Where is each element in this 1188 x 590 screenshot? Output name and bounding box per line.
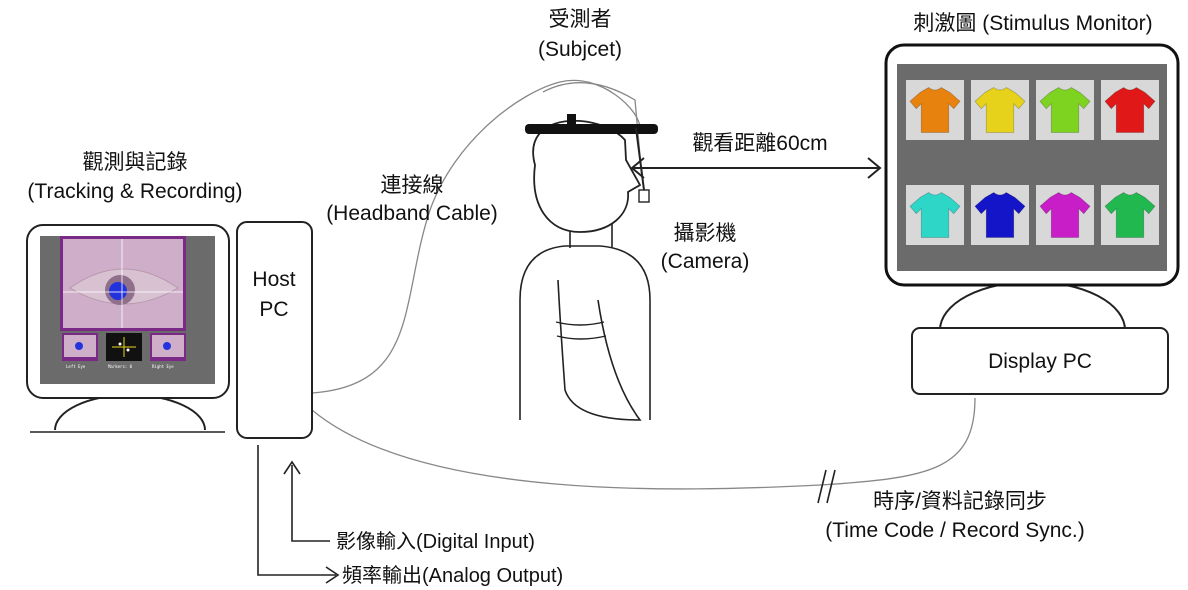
analog-output-arrowhead <box>325 566 340 584</box>
camera-label-cn: 攝影機 <box>674 222 737 245</box>
tshirt-grid <box>906 80 1159 245</box>
analog-output-label: 頻率輸出(Analog Output) <box>342 564 563 587</box>
tshirt-icon <box>909 192 961 238</box>
thumb-label-right: Right Eye <box>152 364 174 369</box>
subject-label-en: (Subjcet) <box>538 38 622 61</box>
thumb-label-markers: Markers: 0 <box>108 364 133 369</box>
display-pc-box <box>911 327 1169 395</box>
cable-label-cn: 連接線 <box>381 174 444 197</box>
stimulus-monitor <box>884 43 1180 331</box>
digital-input-arrowhead <box>283 460 301 475</box>
tshirt-icon <box>1104 87 1156 133</box>
camera-icon <box>638 189 650 203</box>
analog-output-arrow <box>257 445 336 576</box>
host-pc-label-2: PC <box>259 298 288 321</box>
tshirt-icon <box>1039 87 1091 133</box>
sync-break-mark-1 <box>817 469 827 504</box>
thumb-label-left: Left Eye <box>66 364 86 369</box>
tshirt-icon <box>974 192 1026 238</box>
tshirt-icon <box>909 87 961 133</box>
sync-break-mark-2 <box>826 469 836 504</box>
tracking-label-en: (Tracking & Recording) <box>27 180 242 203</box>
headband <box>525 124 658 134</box>
cable-label-en: (Headband Cable) <box>326 202 498 225</box>
host-pc-box <box>236 221 313 439</box>
tshirt-icon <box>974 87 1026 133</box>
digital-input-label: 影像輸入(Digital Input) <box>336 530 535 553</box>
headband-cable <box>311 79 641 394</box>
digital-input-arrow <box>291 465 330 542</box>
sync-label-en: (Time Code / Record Sync.) <box>825 519 1084 542</box>
stimulus-label: 刺激圖 (Stimulus Monitor) <box>913 12 1152 35</box>
distance-label: 觀看距離60cm <box>692 132 827 155</box>
display-pc-label: Display PC <box>988 350 1092 373</box>
subject-label-cn: 受測者 <box>549 8 612 31</box>
tshirt-icon <box>1039 192 1091 238</box>
pupil-marker <box>109 282 127 300</box>
camera-label-en: (Camera) <box>661 250 750 273</box>
display-sync-cable <box>311 397 976 490</box>
tshirt-icon <box>1104 192 1156 238</box>
sync-label-cn: 時序/資料記錄同步 <box>873 490 1047 513</box>
host-pc-label-1: Host <box>252 268 295 291</box>
tracking-label-cn: 觀測與記錄 <box>83 151 188 174</box>
subject-figure <box>519 82 658 421</box>
tracking-monitor: Left Eye Markers: 0 Right Eye <box>26 224 230 433</box>
